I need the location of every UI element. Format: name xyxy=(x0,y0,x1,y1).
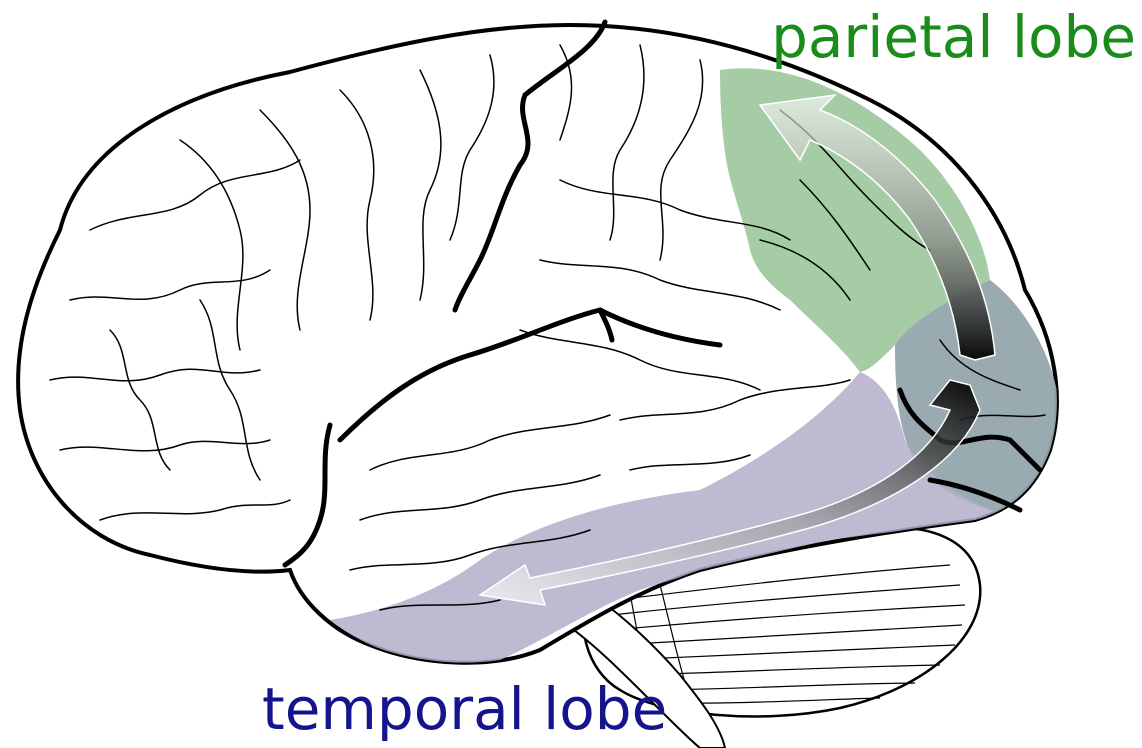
parietal-lobe-label: parietal lobe xyxy=(771,8,1136,66)
temporal-lobe-label: temporal lobe xyxy=(262,680,667,738)
